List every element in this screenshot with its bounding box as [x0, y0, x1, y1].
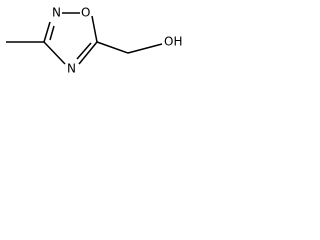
c3-n2-double-bond-outer: [43, 21, 51, 43]
ring-nitrogen-bottom-label: N: [67, 62, 76, 76]
chemical-structure-diagram: N O N OH: [6, 6, 182, 76]
c5-n4-double-bond-outer: [78, 41, 98, 65]
c5-ch2-bond: [96, 41, 129, 54]
c3-n2-double-bond-inner: [49, 25, 55, 41]
ch2-oh-bond: [127, 43, 163, 54]
hydroxyl-label: OH: [164, 35, 182, 49]
ring-nitrogen-top-label: N: [52, 6, 61, 20]
n4-c3-bond: [43, 41, 66, 65]
ring-oxygen-label: O: [81, 6, 90, 20]
c5-n4-double-bond-inner: [76, 42, 92, 60]
o1-c5-bond: [91, 15, 98, 43]
